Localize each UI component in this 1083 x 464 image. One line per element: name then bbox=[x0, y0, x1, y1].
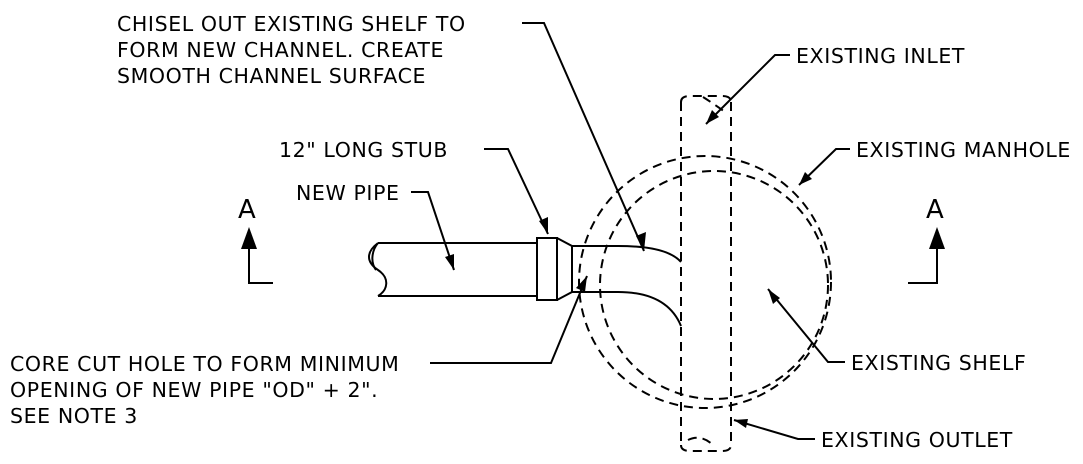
new-pipe-label: NEW PIPE bbox=[296, 181, 400, 205]
stub-label: 12" LONG STUB bbox=[279, 138, 448, 162]
existing-inlet-label: EXISTING INLET bbox=[796, 44, 965, 68]
existing-outlet-label: EXISTING OUTLET bbox=[821, 428, 1013, 452]
manhole-inner-circle bbox=[599, 170, 829, 400]
stub-leader bbox=[484, 148, 549, 235]
core-cut-label-line-1: CORE CUT HOLE TO FORM MINIMUM bbox=[10, 352, 399, 376]
manhole-leader bbox=[798, 148, 850, 186]
section-marker-left bbox=[241, 227, 273, 284]
core-cut-leader bbox=[430, 275, 588, 364]
existing-manhole-label: EXISTING MANHOLE bbox=[856, 138, 1071, 162]
existing-shelf-label: EXISTING SHELF bbox=[851, 351, 1026, 375]
core-cut-label-line-3: SEE NOTE 3 bbox=[10, 404, 138, 428]
new-pipe bbox=[368, 242, 537, 297]
outlet-leader bbox=[733, 419, 815, 440]
chisel-label-line-1: CHISEL OUT EXISTING SHELF TO bbox=[117, 12, 466, 36]
inlet-leader bbox=[705, 54, 790, 125]
manhole-outer-circle bbox=[578, 155, 832, 409]
chisel-label-line-3: SMOOTH CHANNEL SURFACE bbox=[117, 64, 426, 88]
shelf-leader bbox=[767, 288, 845, 363]
new-channel bbox=[572, 245, 682, 327]
section-marker-right bbox=[908, 227, 945, 284]
section-label-right: A bbox=[926, 195, 944, 225]
core-cut-label-line-2: OPENING OF NEW PIPE "OD" + 2". bbox=[10, 378, 378, 402]
chisel-label-line-2: FORM NEW CHANNEL. CREATE bbox=[117, 38, 444, 62]
new-pipe-leader bbox=[411, 191, 455, 271]
section-label-left: A bbox=[238, 195, 256, 225]
pipe-stub bbox=[536, 237, 573, 301]
chisel-leader bbox=[522, 22, 646, 252]
